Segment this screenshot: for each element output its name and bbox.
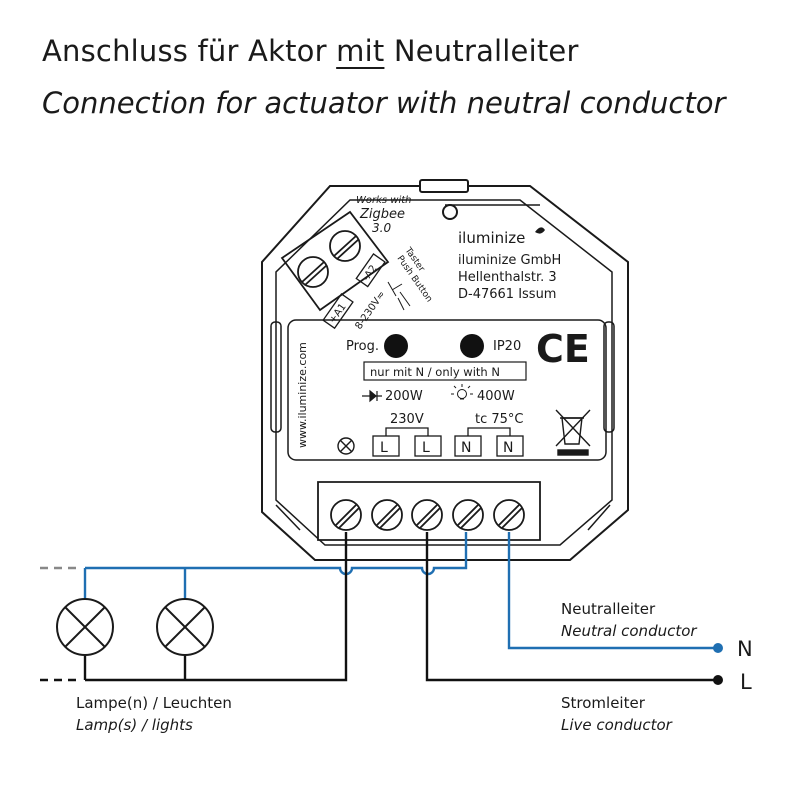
zigbee-name: Zigbee [359, 207, 405, 222]
control-terminal-block [280, 210, 390, 312]
push-button-icon [387, 281, 411, 311]
live-terminal-dot [713, 675, 723, 685]
neutral-note: nur mit N / only with N [370, 365, 500, 379]
neutral-label-de: Neutralleiter [561, 600, 656, 618]
company-street: Hellenthalstr. 3 [458, 270, 557, 285]
status-led [460, 334, 484, 358]
neutral-terminal-dot [713, 643, 723, 653]
terminal-label-n1: N [461, 440, 471, 456]
l-terminal-label: L [740, 670, 752, 694]
prog-label: Prog. [346, 339, 379, 354]
title-german-part1: Anschluss für Aktor [42, 34, 337, 68]
ip-rating: IP20 [493, 339, 521, 354]
title-german-mit: mit [336, 34, 385, 68]
voltage-label: 230V [390, 412, 424, 427]
lamp-symbol-icon [337, 437, 355, 455]
power-terminal-block [317, 481, 541, 541]
live-label-en: Live conductor [561, 716, 673, 734]
terminal-label-l1: L [380, 440, 388, 456]
company-city: D-47661 Issum [458, 287, 556, 302]
prog-button [384, 334, 408, 358]
device-housing [261, 179, 629, 561]
zigbee-works-with: Works with [356, 195, 412, 206]
neutral-wires [83, 532, 718, 650]
voltage-range: 8-230V≂ [353, 289, 387, 332]
terminal-a2-label: -A2 [361, 263, 380, 283]
terminal-labels [372, 427, 524, 457]
lamps-label-de: Lampe(n) / Leuchten [76, 694, 232, 712]
screw-icon [452, 499, 484, 531]
temperature-label: tc 75°C [475, 412, 524, 427]
company-name: iluminize GmbH [458, 253, 561, 268]
ce-mark: CE [536, 327, 590, 371]
live-wires [83, 532, 718, 682]
screw-icon [411, 499, 443, 531]
terminal-label-l2: L [422, 440, 430, 456]
live-label-de: Stromleiter [561, 694, 646, 712]
led-icon [362, 389, 382, 403]
title-german: Anschluss für Aktor mit Neutralleiter [42, 34, 579, 68]
screw-icon [297, 256, 329, 288]
zigbee-version: 3.0 [372, 221, 391, 235]
title-english: Connection for actuator with neutral con… [42, 86, 726, 120]
title-german-part2: Neutralleiter [384, 34, 579, 68]
website: www.iluminize.com [296, 342, 309, 448]
terminal-label-n2: N [503, 440, 513, 456]
weee-bin-icon [555, 409, 591, 456]
lamp-icon [56, 598, 114, 656]
bulb-power: 400W [477, 389, 515, 404]
screw-icon [330, 499, 362, 531]
brand-logo: iluminize [458, 229, 525, 247]
led-power: 200W [385, 389, 423, 404]
neutral-label-en: Neutral conductor [561, 622, 697, 640]
bulb-icon [451, 384, 473, 400]
screw-icon [493, 499, 525, 531]
screw-icon [329, 230, 361, 262]
lamps-label-en: Lamp(s) / lights [76, 716, 193, 734]
n-terminal-label: N [737, 637, 753, 661]
screw-icon [371, 499, 403, 531]
leaf-icon [535, 227, 545, 234]
lamp-icon [156, 598, 214, 656]
